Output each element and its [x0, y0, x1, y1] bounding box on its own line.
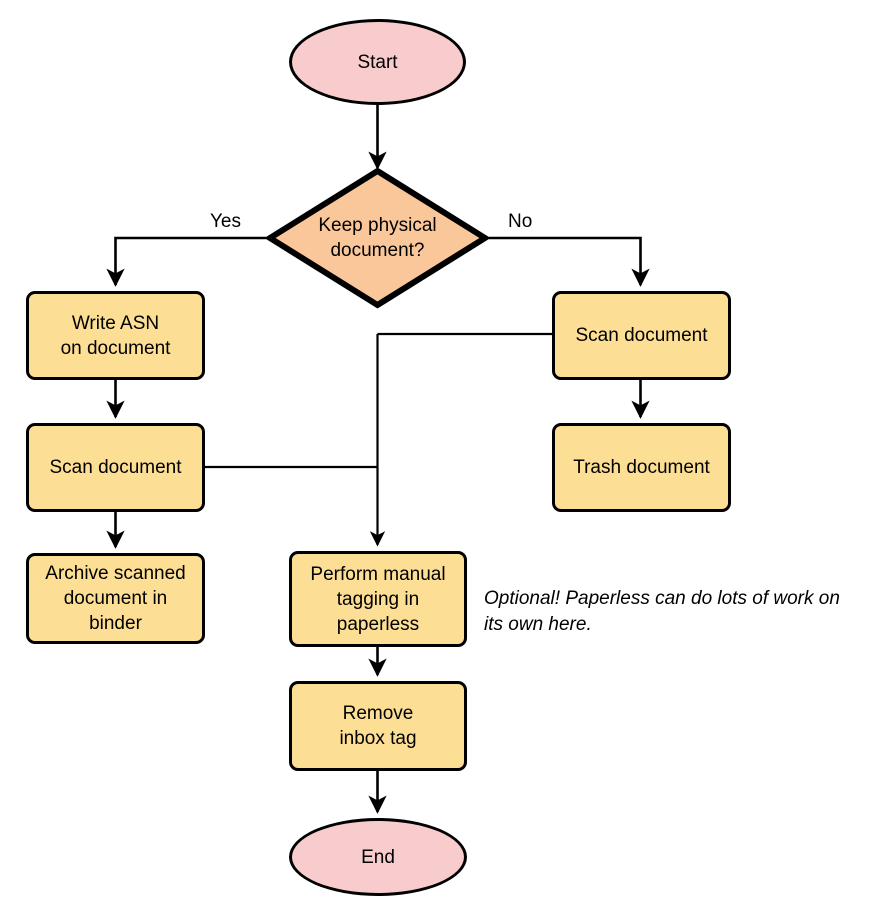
node-decision-label-line1: Keep physical: [318, 215, 437, 236]
annotation-line1: Optional! Paperless can do lots of work …: [484, 588, 840, 609]
node-trash-document[interactable]: Trash document: [552, 423, 731, 512]
edge-label-no: No: [508, 211, 533, 232]
node-scan-document-right-label: Scan document: [575, 325, 708, 346]
node-scan-document-left-label: Scan document: [49, 457, 182, 478]
edge-decision-to-scan-right: [489, 236, 650, 287]
node-write-asn-label-line2: on document: [60, 337, 171, 359]
node-perform-manual-tagging[interactable]: Perform manual tagging in paperless: [289, 551, 467, 647]
node-remove-tag-label-line1: Remove: [342, 703, 414, 724]
node-scan-document-left[interactable]: Scan document: [26, 423, 205, 512]
edge-label-yes: Yes: [210, 211, 241, 232]
node-archive-scanned-document[interactable]: Archive scanned document in binder: [26, 553, 205, 644]
node-archive-label-line3: binder: [89, 613, 142, 634]
edge-decision-to-write-asn: [106, 236, 266, 287]
node-decision-label-line2: document?: [330, 240, 425, 261]
node-tagging-label-line3: paperless: [336, 613, 420, 635]
annotation-line2: its own here.: [484, 614, 592, 635]
node-archive-label-line1: Archive scanned: [45, 563, 186, 584]
node-write-asn-on-document[interactable]: Write ASN on document: [26, 291, 205, 380]
node-decision-keep-physical-document[interactable]: Keep physical document?: [266, 167, 489, 309]
node-remove-inbox-tag[interactable]: Remove inbox tag: [289, 681, 467, 771]
node-end[interactable]: End: [289, 818, 467, 896]
node-end-label: End: [361, 846, 395, 868]
node-trash-document-label: Trash document: [573, 457, 710, 478]
node-tagging-label-line1: Perform manual: [310, 563, 446, 585]
diamond-shape: [266, 167, 489, 309]
annotation-optional-paperless: Optional! Paperless can do lots of work …: [484, 586, 884, 638]
node-write-asn-label-line1: Write ASN: [71, 312, 160, 334]
node-remove-tag-label-line2: inbox tag: [339, 728, 417, 749]
node-start[interactable]: Start: [289, 19, 466, 105]
node-archive-label-line2: document in: [63, 588, 168, 609]
node-tagging-label-line2: tagging in: [336, 588, 420, 610]
node-start-label: Start: [357, 51, 398, 73]
node-scan-document-right[interactable]: Scan document: [552, 291, 731, 380]
